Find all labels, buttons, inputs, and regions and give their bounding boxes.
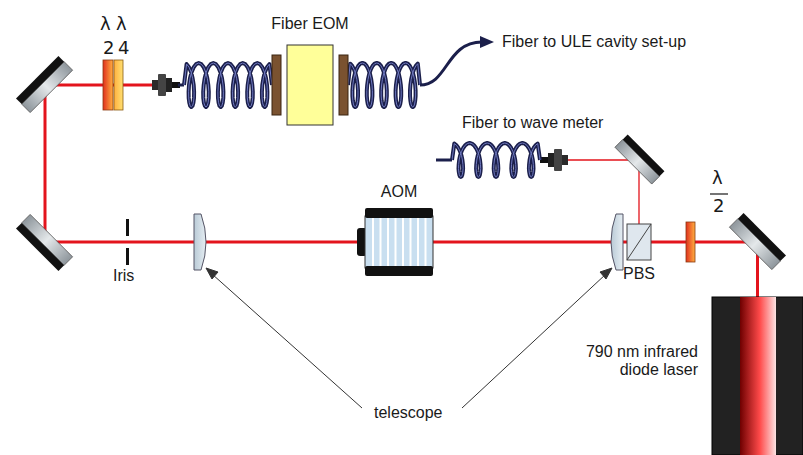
device-label: Fiber EOM [271,15,348,33]
fiber-coupler [540,149,568,171]
lens [611,214,623,270]
eom-device-shape [272,45,348,125]
device-label: PBS [623,265,655,283]
aom-device-shape [365,208,433,276]
fiber [436,159,452,162]
laser-beam [651,242,758,297]
laser-beam [433,241,627,244]
fiber-coil [348,63,420,107]
fiber-coupler [152,74,180,96]
mirror [615,135,664,184]
waveplate-symbol: λ [116,14,127,35]
fiber-coil [184,63,272,107]
fraction-bar [710,193,728,194]
quarter-wave-plate [114,60,123,110]
leader-arrows [206,268,612,408]
beam-splitter-cube: PBS [627,224,651,260]
mirror [729,213,786,270]
telescope-label: telescope [374,404,443,422]
fiber-coil-shine [184,63,272,107]
aom-device: AOM [365,208,433,276]
waveplate-symbol: λ [100,14,111,35]
iris-label: Iris [113,267,134,285]
fiber-label: Fiber to ULE cavity set-up [502,33,686,51]
half-wave-plate [686,222,695,262]
mirror [16,214,73,271]
pick-off-beam [568,160,639,224]
mirror [16,56,73,113]
fiber-coil-shine [452,143,540,177]
waveplate-symbol: 4 [118,38,129,59]
waveplate-symbol: 2 [713,196,724,217]
iris [126,219,129,236]
diode-laser: 790 nm infrared diode laser [712,297,803,455]
waveplate-symbol: 2 [103,38,114,59]
device-label: AOM [381,183,417,201]
eom-device: Fiber EOM [272,45,348,125]
beam-splitter-cube-shape [627,224,651,260]
waveplate-symbol: λ [712,168,723,189]
fiber-coil-shine [348,63,420,107]
fiber-coil [452,143,540,177]
fiber [420,42,482,85]
diode-laser-shape [712,297,803,455]
half-wave-plate [103,60,113,110]
lens [194,214,206,270]
fiber-arrow-head [480,36,494,48]
device-label: 790 nm infrared diode laser [558,343,698,380]
iris [126,248,129,265]
fiber-label: Fiber to wave meter [462,114,603,132]
